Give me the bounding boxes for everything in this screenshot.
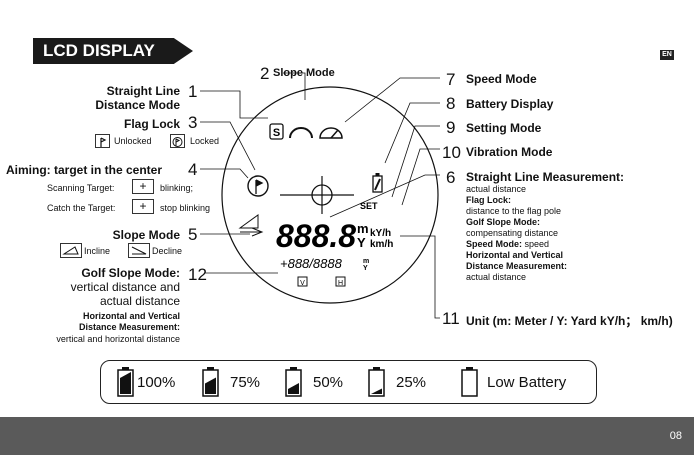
speed-gauge-icon	[319, 127, 343, 139]
set-text: SET	[360, 201, 378, 211]
callout-number-2: 2	[260, 64, 270, 83]
battery-icon-1	[202, 367, 219, 397]
speed-needle	[330, 129, 339, 139]
lcd-kmh: km/h	[370, 239, 393, 250]
battery-legend-icons	[117, 367, 478, 397]
language-badge: EN	[660, 50, 674, 60]
flag-lock-right-desc: distance to the flag pole	[466, 206, 562, 216]
incline-icon	[60, 243, 82, 258]
battery-50-label: 50%	[313, 374, 344, 391]
callout-number-8: 8	[446, 94, 456, 113]
catch-label: Catch the Target:	[47, 203, 116, 213]
battery-icon-0	[117, 367, 134, 397]
locked-flag-icon	[170, 134, 185, 148]
slope-mode-left-label: Slope Mode	[112, 228, 180, 242]
s-mode-letter: S	[273, 127, 280, 139]
hv-left-desc: vertical and horizontal distance	[56, 334, 180, 344]
unit-label: Unit (m: Meter / Y: Yard kY/h； km/h)	[466, 314, 673, 328]
callout-number-5: 5	[188, 225, 198, 244]
lcd-m-unit: m	[357, 221, 369, 236]
battery-legend	[100, 360, 597, 404]
battery-icon-3	[368, 367, 385, 397]
hv-left-line2: Distance Measurement:	[78, 322, 180, 332]
golf-slope-right-label: Golf Slope Mode:	[466, 217, 540, 227]
scanning-label: Scanning Target:	[47, 183, 115, 193]
speed-mode-label: Speed Mode	[466, 72, 537, 86]
callout-number-11: 11	[442, 309, 460, 328]
battery-icon-2	[285, 367, 302, 397]
main-digits: 888.8	[276, 218, 356, 254]
golf-slope-left-desc2: actual distance	[99, 294, 180, 308]
small-y-unit: Y	[363, 265, 368, 272]
h-letter: H	[338, 280, 343, 287]
h-box	[335, 276, 346, 287]
small-m-unit: m	[363, 258, 369, 265]
stop-blinking-label: stop blinking	[160, 203, 211, 213]
straight-line-line2: Distance Mode	[95, 98, 180, 112]
slope-gauge-icon	[289, 127, 313, 139]
golf-slope-left-desc1: vertical distance and	[70, 280, 180, 294]
callout-number-4: 4	[188, 160, 198, 179]
battery-75-label: 75%	[230, 374, 261, 391]
straight-line-label: Straight Line Distance Mode	[60, 84, 180, 112]
hv-left-label: Horizontal and Vertical Distance Measure…	[20, 311, 180, 333]
unlocked-label: Unlocked	[114, 136, 152, 146]
hv-left-line1: Horizontal and Vertical	[82, 311, 180, 321]
leader-lines	[200, 72, 440, 319]
callout-number-1: 1	[188, 82, 198, 101]
battery-25-label: 25%	[396, 374, 427, 391]
flag-lock-label: Flag Lock	[123, 117, 180, 131]
hv-right-desc: actual distance	[466, 272, 527, 282]
v-box	[297, 276, 308, 287]
vibration-mode-label: Vibration Mode	[466, 145, 553, 159]
slm-desc: actual distance	[466, 184, 527, 194]
flag-lock-right-label: Flag Lock:	[466, 195, 512, 205]
crosshair-plus-icon-2: +	[132, 199, 154, 214]
callout-number-12: 12	[188, 265, 207, 284]
battery-100-label: 100%	[137, 374, 176, 391]
right-descriptions: actual distance Flag Lock: distance to t…	[466, 184, 666, 283]
golf-slope-left-label: Golf Slope Mode:	[81, 266, 180, 280]
callout-number-7: 7	[446, 70, 456, 89]
callout-number-9: 9	[446, 118, 456, 137]
v-letter: V	[300, 280, 305, 287]
speed-mode-right-label: Speed Mode:	[466, 239, 523, 249]
battery-low-label: Low Battery	[487, 374, 567, 391]
blinking-label: blinking;	[160, 183, 194, 193]
flag-lock-icon	[247, 175, 269, 197]
page-number: 08	[669, 430, 682, 442]
hv-right-line2: Distance Measurement:	[466, 261, 568, 271]
battery-display-label: Battery Display	[466, 97, 554, 111]
locked-label: Locked	[190, 136, 220, 146]
callout-number-3: 3	[188, 113, 198, 132]
battery-icon-4	[461, 367, 478, 397]
lcd-circle	[221, 86, 439, 304]
aiming-label: Aiming: target in the center	[6, 163, 163, 177]
golf-slope-left-desc: vertical distance and actual distance	[20, 280, 180, 308]
s-mode-icon	[269, 123, 284, 140]
unlocked-flag-icon	[95, 134, 110, 148]
setting-mode-label: Setting Mode	[466, 121, 542, 135]
lcd-y-unit: Y	[357, 235, 366, 250]
crosshair-plus-icon: +	[132, 179, 154, 194]
decline-icon	[128, 243, 150, 258]
callout-number-6: 6	[446, 168, 456, 187]
slm-label: Straight Line Measurement:	[466, 170, 625, 184]
section-title: LCD DISPLAY	[33, 38, 193, 64]
straight-line-line1: Straight Line	[106, 84, 180, 98]
golf-slope-right-desc: compensating distance	[466, 228, 559, 238]
secondary-digits: +888/8888	[280, 256, 343, 271]
lcd-kyh: kY/h	[370, 228, 391, 239]
callout-number-10: 10	[442, 143, 461, 162]
slope-arrow-icon	[238, 214, 259, 229]
hv-right-line1: Horizontal and Vertical	[466, 250, 564, 260]
decline-label: Decline	[152, 246, 183, 256]
footer-bar	[0, 417, 694, 455]
incline-label: Incline	[84, 246, 111, 256]
speed-mode-right-desc: speed	[524, 239, 550, 249]
